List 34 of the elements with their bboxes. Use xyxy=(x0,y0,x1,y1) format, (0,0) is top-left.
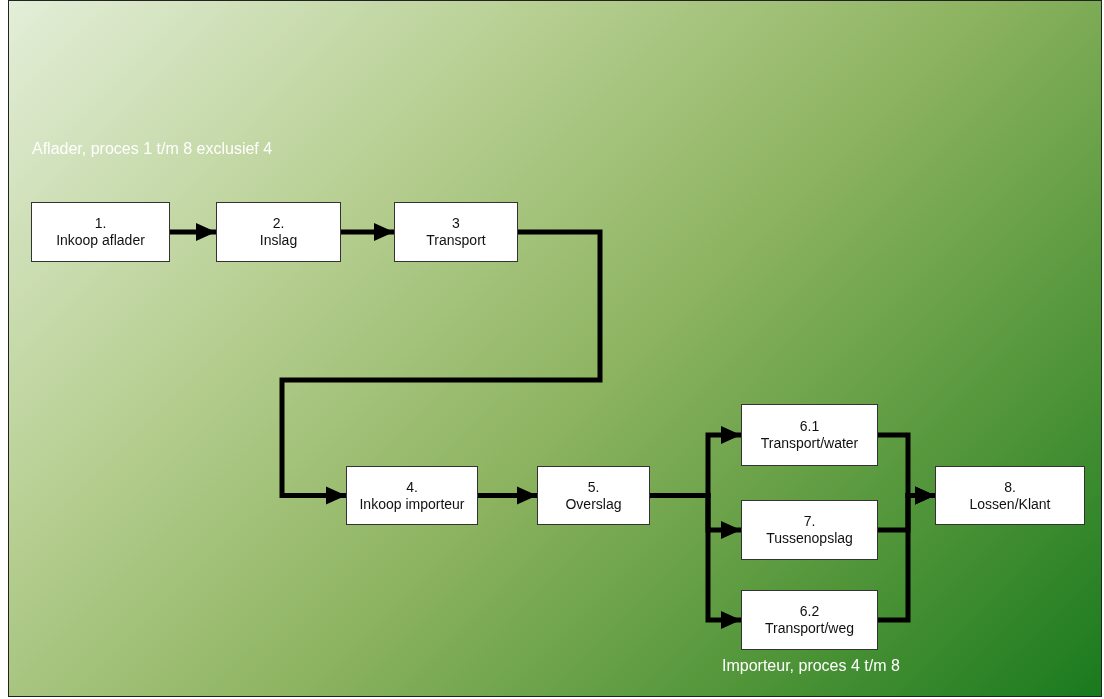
process-box xyxy=(935,466,1085,525)
step-label: Lossen/Klant xyxy=(969,495,1051,513)
step-number: 4. xyxy=(406,478,418,496)
process-box xyxy=(216,202,341,262)
step-label: Transport/weg xyxy=(765,620,854,637)
process-box xyxy=(537,466,650,525)
step-number: 6.2 xyxy=(799,603,820,620)
arrow xyxy=(878,486,935,623)
arrow xyxy=(650,493,741,629)
process-box xyxy=(741,404,878,466)
step-number: 3 xyxy=(452,215,460,232)
step-number: 7. xyxy=(803,513,816,530)
arrow xyxy=(170,223,216,241)
group-note: Aflader, proces 1 t/m 8 exclusief 4 xyxy=(32,140,273,158)
process-box xyxy=(741,590,878,650)
arrow xyxy=(478,486,537,505)
step-number: 6.1 xyxy=(799,418,820,435)
step-label: Overslag xyxy=(565,495,622,513)
step-number: 2. xyxy=(272,215,285,232)
step-label: Inslag xyxy=(259,232,298,249)
step-number: 8. xyxy=(1004,478,1016,496)
process-box xyxy=(394,202,518,262)
step-label: Inkoop importeur xyxy=(359,495,465,513)
process-box xyxy=(346,466,478,525)
process-box xyxy=(741,500,878,560)
process-box xyxy=(31,202,170,262)
arrow xyxy=(341,223,394,241)
step-label: Transport xyxy=(426,232,486,249)
arrow xyxy=(279,229,603,505)
step-label: Transport/water xyxy=(760,435,859,452)
step-number: 1. xyxy=(94,215,107,232)
step-label: Tussenopslag xyxy=(766,530,853,547)
step-number: 5. xyxy=(587,478,600,496)
step-label: Inkoop aflader xyxy=(56,232,145,249)
